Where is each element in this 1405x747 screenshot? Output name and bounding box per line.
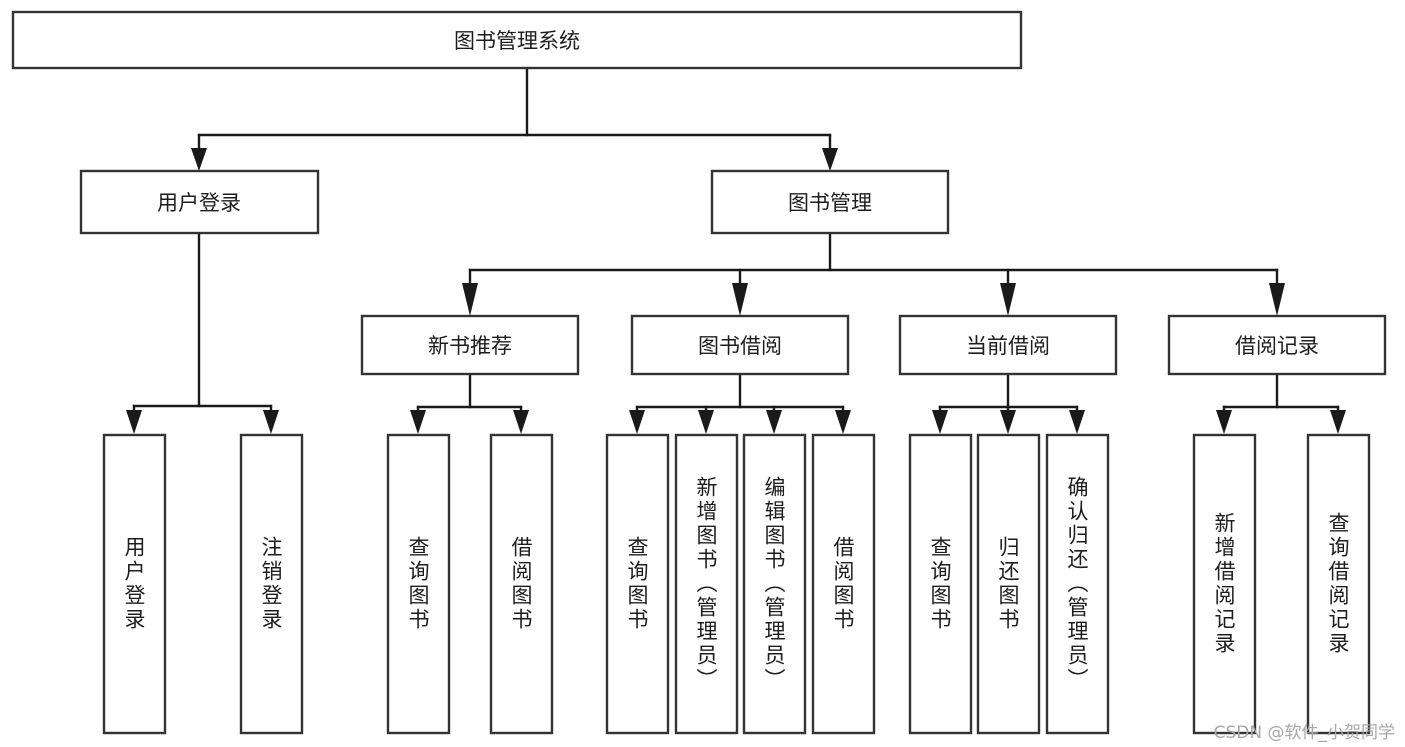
leaf-edit-book-label: 编辑图书（管理员） <box>762 476 786 692</box>
leaf-confirm-return-label: 确认归还（管理员） <box>1065 476 1089 692</box>
arrow-to-new-book-recommend <box>462 283 478 316</box>
arrow-to-current-borrow <box>1000 283 1016 316</box>
leaf-borrow-book-2-box[interactable] <box>811 433 876 735</box>
leaf-query-book-1-box[interactable] <box>386 433 451 735</box>
leaf-boxes-layer <box>102 433 1371 735</box>
leaf-query-book-2-label: 查询图书 <box>625 536 649 632</box>
arrow-to-leaf-add-book <box>698 410 714 434</box>
leaf-user-login-box[interactable] <box>102 433 167 735</box>
leaf-query-book-3-box[interactable] <box>908 433 973 735</box>
leaf-logout-label: 注销登录 <box>259 536 283 632</box>
leaf-query-book-1-label: 查询图书 <box>406 536 430 632</box>
node-root-label: 图书管理系统 <box>454 29 580 53</box>
leaf-query-record-box[interactable] <box>1306 433 1371 735</box>
node-root-box[interactable] <box>11 10 1023 70</box>
leaf-user-login-label: 用户登录 <box>122 536 146 632</box>
arrow-to-leaf-return-book <box>1000 410 1016 434</box>
node-new-book-recommend[interactable]: 新书推荐 <box>360 314 580 376</box>
leaf-query-record-label: 查询借阅记录 <box>1326 512 1350 656</box>
arrow-to-leaf-borrow-book-1 <box>513 410 529 434</box>
node-user-login[interactable]: 用户登录 <box>79 169 320 235</box>
arrow-to-leaf-query-book-2 <box>629 410 645 434</box>
arrow-to-user-login <box>191 148 207 171</box>
node-new-book-recommend-label: 新书推荐 <box>428 334 512 358</box>
leaf-query-book-2-box[interactable] <box>605 433 670 735</box>
arrow-to-leaf-logout <box>263 410 279 434</box>
node-current-borrow-box[interactable] <box>898 314 1118 376</box>
arrow-to-leaf-user-login <box>126 410 142 434</box>
node-new-book-recommend-box[interactable] <box>360 314 580 376</box>
arrow-to-book-manage <box>822 148 838 171</box>
leaf-return-book-label: 归还图书 <box>996 536 1020 632</box>
leaf-borrow-book-1-label: 借阅图书 <box>509 536 533 632</box>
node-book-borrow-label: 图书借阅 <box>698 334 782 358</box>
leaf-add-book-label: 新增图书（管理员） <box>694 476 718 692</box>
edges-layer <box>126 66 1346 434</box>
node-borrow-record-label: 借阅记录 <box>1235 334 1319 358</box>
leaf-logout-box[interactable] <box>239 433 304 735</box>
leaf-add-record-label: 新增借阅记录 <box>1212 512 1236 656</box>
leaf-confirm-return-box[interactable] <box>1045 433 1110 735</box>
csdn-watermark: CSDN @软件_小贺同学 <box>1213 723 1395 743</box>
node-root[interactable]: 图书管理系统 <box>11 10 1023 70</box>
leaf-add-record-box[interactable] <box>1192 433 1257 735</box>
node-current-borrow-label: 当前借阅 <box>966 334 1050 358</box>
arrow-to-leaf-add-record <box>1216 410 1232 434</box>
node-book-manage[interactable]: 图书管理 <box>710 169 950 235</box>
arrow-to-leaf-confirm-return <box>1069 410 1085 434</box>
leaf-borrow-book-1-box[interactable] <box>489 433 554 735</box>
node-book-borrow[interactable]: 图书借阅 <box>630 314 850 376</box>
arrow-to-book-borrow <box>732 283 748 316</box>
arrow-to-leaf-borrow-book-2 <box>835 410 851 434</box>
arrow-to-leaf-query-book-1 <box>410 410 426 434</box>
arrow-to-leaf-edit-book <box>766 410 782 434</box>
leaf-borrow-book-2-label: 借阅图书 <box>831 536 855 632</box>
leaf-add-book-box[interactable] <box>674 433 739 735</box>
node-borrow-record[interactable]: 借阅记录 <box>1167 314 1387 376</box>
arrow-to-leaf-query-record <box>1330 410 1346 434</box>
node-book-borrow-box[interactable] <box>630 314 850 376</box>
node-book-manage-label: 图书管理 <box>788 191 872 215</box>
leaf-edit-book-box[interactable] <box>742 433 807 735</box>
leaf-return-book-box[interactable] <box>976 433 1041 735</box>
node-current-borrow[interactable]: 当前借阅 <box>898 314 1118 376</box>
arrow-to-borrow-record <box>1269 283 1285 316</box>
node-book-manage-box[interactable] <box>710 169 950 235</box>
leaf-labels-layer: 用户登录 注销登录 查询图书 借阅图书 查询图书 新增图书（管理员） 编辑图书（… <box>122 476 1350 692</box>
node-borrow-record-box[interactable] <box>1167 314 1387 376</box>
leaf-query-book-3-label: 查询图书 <box>928 536 952 632</box>
node-user-login-box[interactable] <box>79 169 320 235</box>
node-user-login-label: 用户登录 <box>157 191 241 215</box>
arrow-to-leaf-query-book-3 <box>932 410 948 434</box>
